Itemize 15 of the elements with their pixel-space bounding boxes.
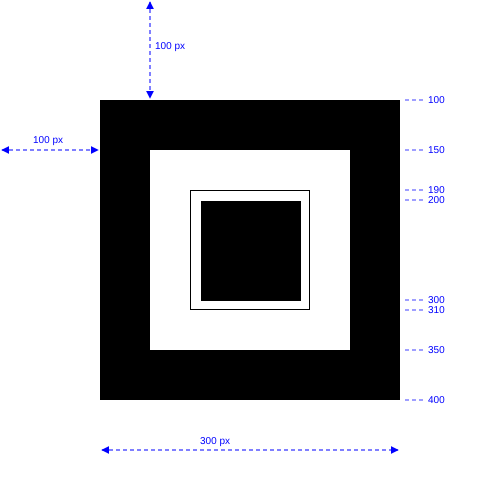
outlined-square [190, 190, 310, 310]
inner-square [150, 150, 350, 350]
filled-square [201, 201, 301, 301]
coordinate-label: 200 [428, 195, 445, 207]
dimension-label: 100 px [33, 135, 64, 147]
coordinate-label: 400 [428, 395, 445, 407]
coordinate-label: 190 [428, 185, 445, 196]
coordinate-label: 150 [428, 145, 445, 157]
coordinate-label: 100 [428, 95, 445, 107]
dimension-label: 100 px [155, 41, 186, 53]
dimension-label: 300 px [200, 436, 230, 448]
coordinate-label: 350 [428, 345, 445, 357]
coordinate-label: 300 [428, 295, 445, 306]
filled-square [100, 100, 400, 400]
coordinate-label: 310 [428, 305, 445, 317]
